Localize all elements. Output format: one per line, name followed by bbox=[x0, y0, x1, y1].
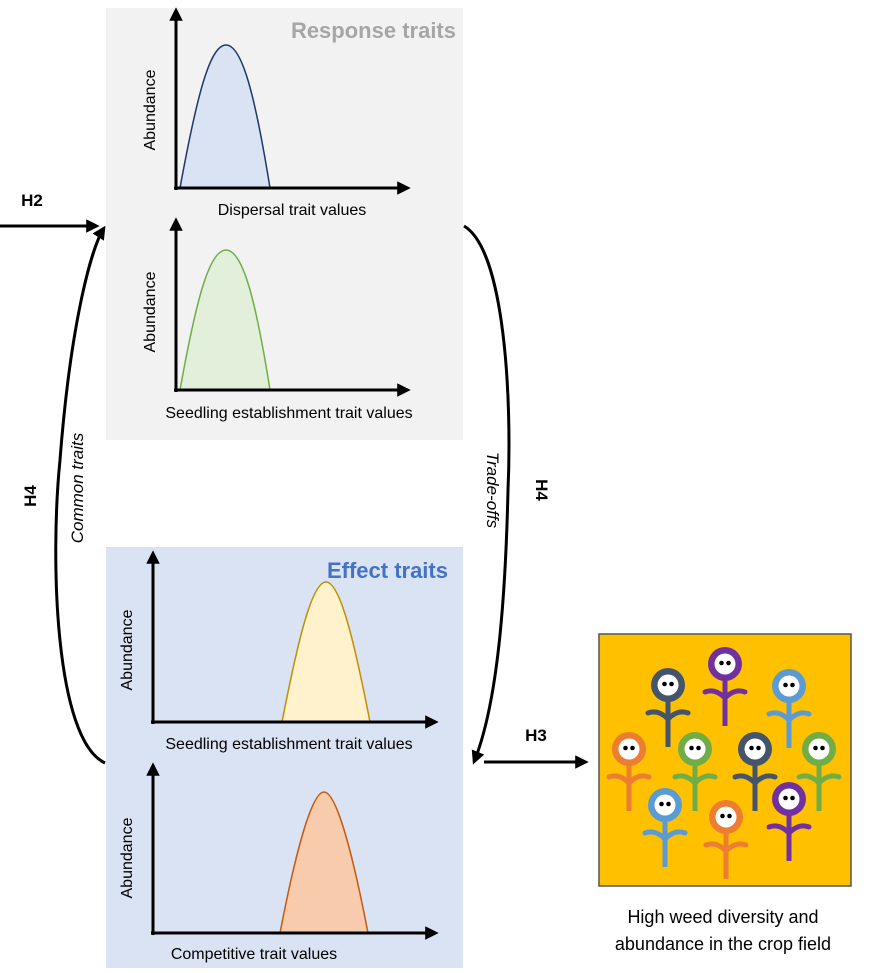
h2-label: H2 bbox=[21, 191, 43, 210]
weed-flower bbox=[702, 647, 748, 726]
h3-label: H3 bbox=[525, 726, 547, 745]
dispersal-y-label: Abundance bbox=[142, 69, 159, 150]
dispersal-x-label: Dispersal trait values bbox=[218, 202, 367, 219]
weed-field: High weed diversity and abundance in the… bbox=[598, 633, 852, 954]
field-caption-line-1: High weed diversity and bbox=[627, 907, 818, 927]
competitive-curve bbox=[279, 791, 369, 934]
weed-flower bbox=[606, 732, 652, 811]
effect-panel-title: Effect traits bbox=[327, 558, 448, 583]
response-seedling-x-label: Seedling establishment trait values bbox=[165, 405, 412, 422]
common-traits-label: Common traits bbox=[68, 432, 87, 543]
weed-flowers bbox=[606, 647, 842, 879]
weed-flower bbox=[796, 732, 842, 811]
h4-right-arrow-group: Trade-offs H4 bbox=[463, 224, 551, 765]
competitive-x-label: Competitive trait values bbox=[171, 946, 337, 963]
weed-flower bbox=[703, 800, 749, 879]
competitive-y-label: Abundance bbox=[119, 817, 136, 898]
weed-flower bbox=[642, 788, 688, 867]
competitive-plot: Abundance Competitive trait values bbox=[119, 762, 439, 963]
weed-flower bbox=[672, 732, 718, 811]
effect-seedling-curve bbox=[281, 581, 371, 723]
field-caption-line-2: abundance in the crop field bbox=[615, 934, 831, 954]
h4-left-arrow bbox=[54, 225, 106, 765]
response-traits-panel: Response traits Abundance Dispersal trai… bbox=[106, 7, 463, 440]
weed-flower bbox=[732, 732, 778, 811]
h4-right-label: H4 bbox=[532, 479, 551, 501]
weed-flower bbox=[645, 668, 691, 747]
dispersal-curve bbox=[179, 44, 271, 189]
response-seedling-y-label: Abundance bbox=[142, 271, 159, 352]
response-seedling-plot: Abundance Seedling establishment trait v… bbox=[142, 217, 413, 422]
trade-offs-label: Trade-offs bbox=[483, 452, 502, 529]
response-seedling-curve bbox=[179, 249, 271, 391]
weed-flower bbox=[766, 669, 812, 748]
effect-traits-panel: Effect traits Abundance Seedling establi… bbox=[106, 547, 463, 968]
response-panel-title: Response traits bbox=[291, 18, 456, 43]
h3-arrow-group: H3 bbox=[484, 726, 589, 769]
effect-panel-background bbox=[106, 547, 463, 968]
h2-arrow-group: H2 bbox=[0, 191, 100, 233]
h4-left-arrow-group: Common traits H4 bbox=[21, 225, 106, 765]
effect-seedling-plot: Abundance Seedling establishment trait v… bbox=[119, 550, 439, 753]
h4-right-arrow bbox=[463, 224, 511, 765]
effect-seedling-y-label: Abundance bbox=[119, 609, 136, 690]
h4-left-label: H4 bbox=[21, 485, 40, 507]
weed-flower bbox=[766, 782, 812, 861]
response-panel-background bbox=[106, 8, 463, 440]
dispersal-plot: Abundance Dispersal trait values bbox=[142, 7, 411, 219]
effect-seedling-x-label: Seedling establishment trait values bbox=[165, 736, 412, 753]
